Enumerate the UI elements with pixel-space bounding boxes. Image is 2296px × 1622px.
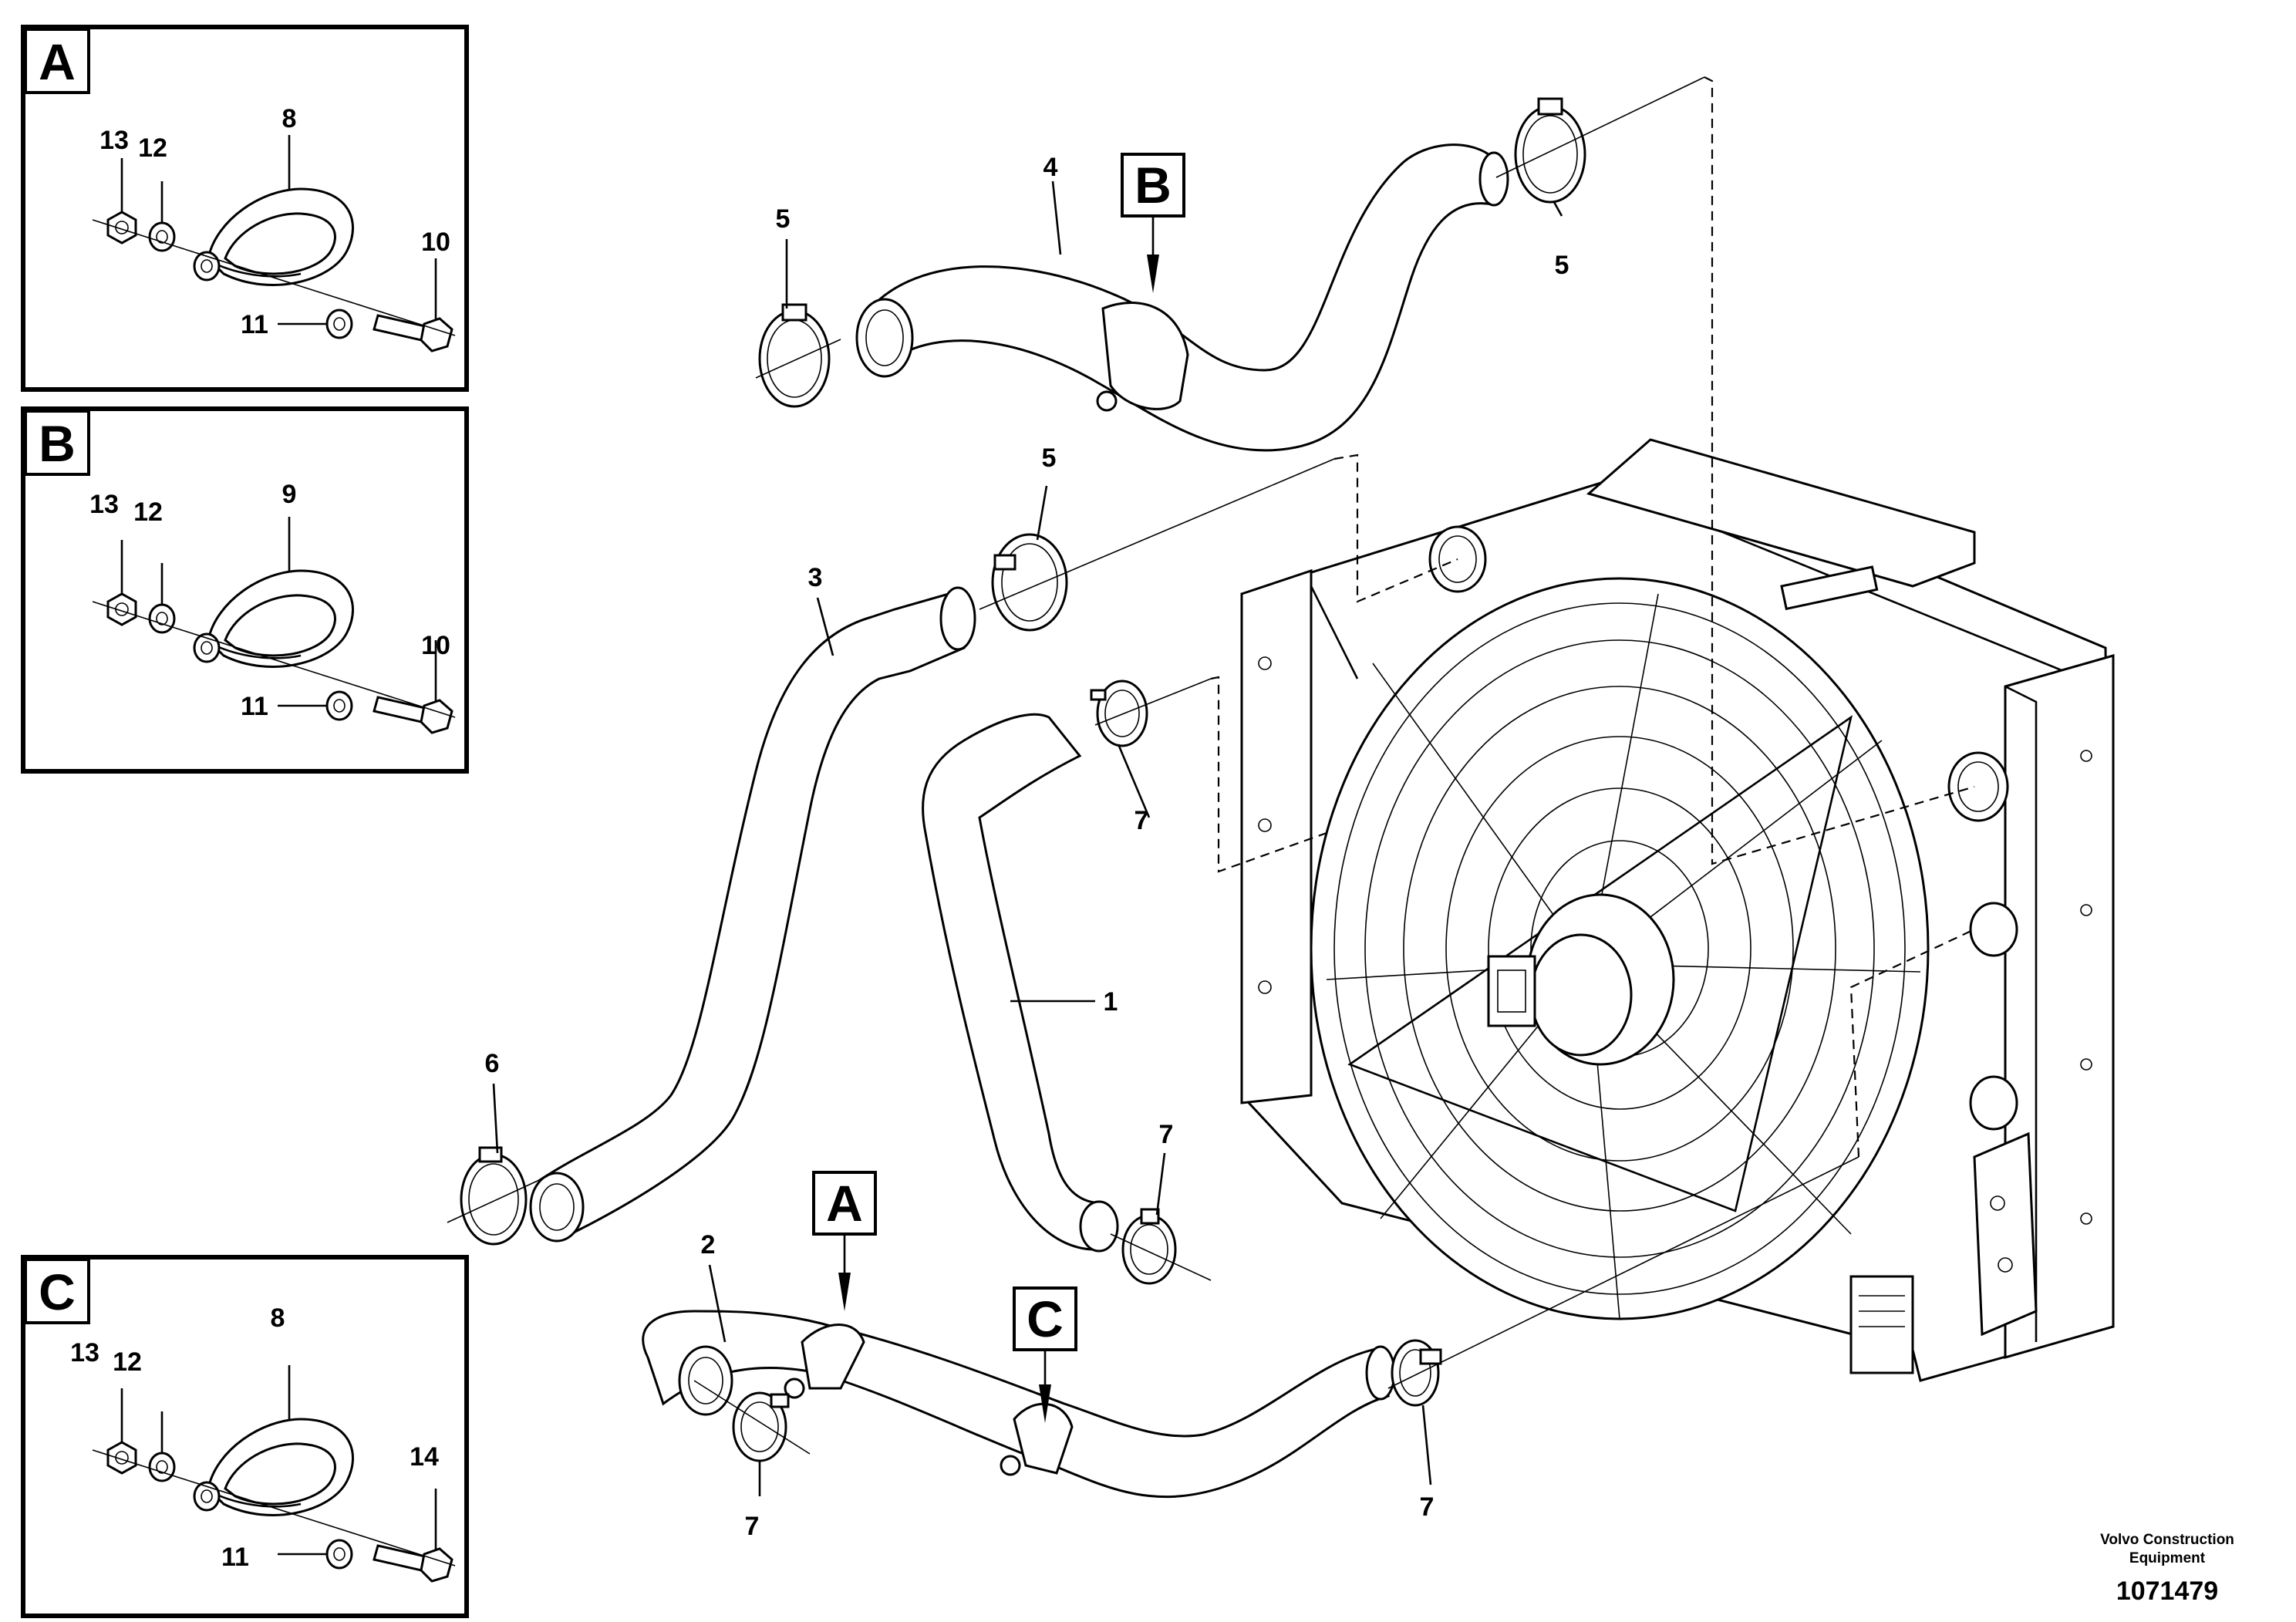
callout-nut-b: 13	[89, 490, 119, 519]
part-number: 1071479	[2116, 1576, 2219, 1606]
inset-letter-c: C	[39, 1263, 76, 1320]
marker-letter-a: A	[826, 1175, 863, 1232]
clamp-5-right	[1495, 76, 1705, 204]
inset-letter-a: A	[39, 33, 76, 90]
brand-name-line2: Equipment	[2129, 1550, 2206, 1566]
clamp-7-bottom-right	[1387, 1156, 1859, 1407]
callout-screw-c: 14	[410, 1442, 439, 1472]
callout-clamp-b: 9	[282, 480, 297, 509]
callout-nut-a: 13	[99, 126, 129, 155]
callout-clamp-6: 6	[485, 1049, 500, 1078]
callout-hose-1: 1	[1104, 987, 1118, 1017]
callout-washer-b: 11	[241, 692, 268, 721]
routing-lines	[1210, 76, 1975, 1158]
leader-lines	[492, 180, 1563, 1496]
clamp-7-bottom-left	[693, 1380, 811, 1462]
callout-washer-a: 11	[241, 310, 268, 339]
hose-2	[642, 1310, 1396, 1499]
radiator-assembly	[1240, 438, 2115, 1382]
detail-marker-a: A	[812, 1171, 877, 1311]
callout-clamp-5-right: 5	[1555, 251, 1569, 280]
callout-washer-c: 11	[221, 1543, 249, 1572]
inset-box-c: C 13 12 8 14 11	[21, 1255, 469, 1618]
detail-marker-c: C	[1013, 1286, 1077, 1423]
inset-box-b: B 13 12 9 10 11	[21, 406, 469, 774]
callout-washer-small-b: 12	[133, 497, 163, 527]
callout-washer-small-c: 12	[113, 1347, 142, 1377]
clamp-6	[447, 1146, 548, 1246]
callout-clamp-7-bottom-right: 7	[1420, 1492, 1435, 1522]
marker-letter-c: C	[1027, 1290, 1064, 1347]
hose-4	[855, 143, 1509, 452]
callout-clamp-7-upper: 7	[1135, 806, 1149, 835]
callout-clamp-a: 8	[282, 104, 297, 133]
callout-hose-2: 2	[701, 1230, 716, 1259]
callout-screw-a: 10	[421, 228, 450, 257]
clamp-5-left	[755, 303, 841, 408]
inset-letter-b: B	[39, 415, 76, 472]
detail-marker-b: B	[1121, 153, 1185, 293]
callout-clamp-c: 8	[271, 1303, 285, 1333]
inset-box-a: A 13 12 8 10 11	[21, 25, 469, 392]
clamp-7-upper	[1090, 678, 1212, 747]
hose-1	[922, 713, 1119, 1253]
clamp-7-lower-mid	[1110, 1208, 1212, 1285]
callout-nut-c: 13	[70, 1338, 99, 1367]
hose-3	[529, 586, 976, 1243]
callout-clamp-7-bottom-left: 7	[745, 1512, 760, 1541]
callout-clamp-7-lower-mid: 7	[1159, 1120, 1174, 1149]
callout-clamp-5-mid: 5	[1042, 443, 1057, 473]
brand-name-line1: Volvo Construction	[2100, 1532, 2234, 1548]
callout-clamp-5-left: 5	[776, 204, 791, 234]
callout-washer-small-a: 12	[138, 133, 167, 163]
callout-hose-4: 4	[1043, 153, 1058, 182]
callout-hose-3: 3	[808, 563, 823, 592]
clamp-5-mid	[979, 458, 1335, 632]
callout-screw-b: 10	[421, 631, 450, 660]
marker-letter-b: B	[1135, 157, 1172, 214]
